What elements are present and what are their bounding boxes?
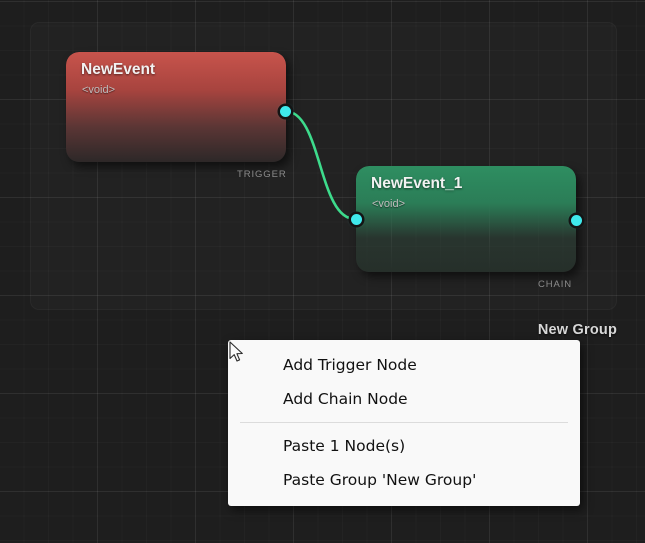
node-subtitle: <void>: [82, 84, 116, 96]
context-menu[interactable]: Add Trigger Node Add Chain Node Paste 1 …: [228, 340, 580, 506]
node-group-title: New Group: [537, 322, 617, 338]
menu-separator: [240, 422, 568, 423]
node-title: NewEvent: [81, 61, 156, 78]
menu-item-add-trigger-node[interactable]: Add Trigger Node: [283, 356, 417, 374]
node-body: [66, 52, 286, 162]
menu-item-add-chain-node[interactable]: Add Chain Node: [283, 390, 408, 408]
node-title: NewEvent_1: [371, 175, 463, 192]
graph-node-trigger[interactable]: NewEvent <void>: [66, 52, 286, 162]
node-type-tag-trigger: TRIGGER: [237, 169, 287, 180]
node-subtitle: <void>: [372, 198, 406, 210]
menu-item-paste-group[interactable]: Paste Group 'New Group': [283, 471, 477, 489]
node-port-trigger-output[interactable]: [279, 105, 291, 117]
graph-node-chain[interactable]: NewEvent_1 <void>: [356, 166, 576, 272]
node-type-tag-chain: CHAIN: [538, 279, 573, 290]
menu-item-paste-nodes[interactable]: Paste 1 Node(s): [283, 437, 406, 455]
node-port-chain-input[interactable]: [350, 213, 362, 225]
node-body: [356, 166, 576, 272]
node-port-chain-output[interactable]: [570, 214, 582, 226]
